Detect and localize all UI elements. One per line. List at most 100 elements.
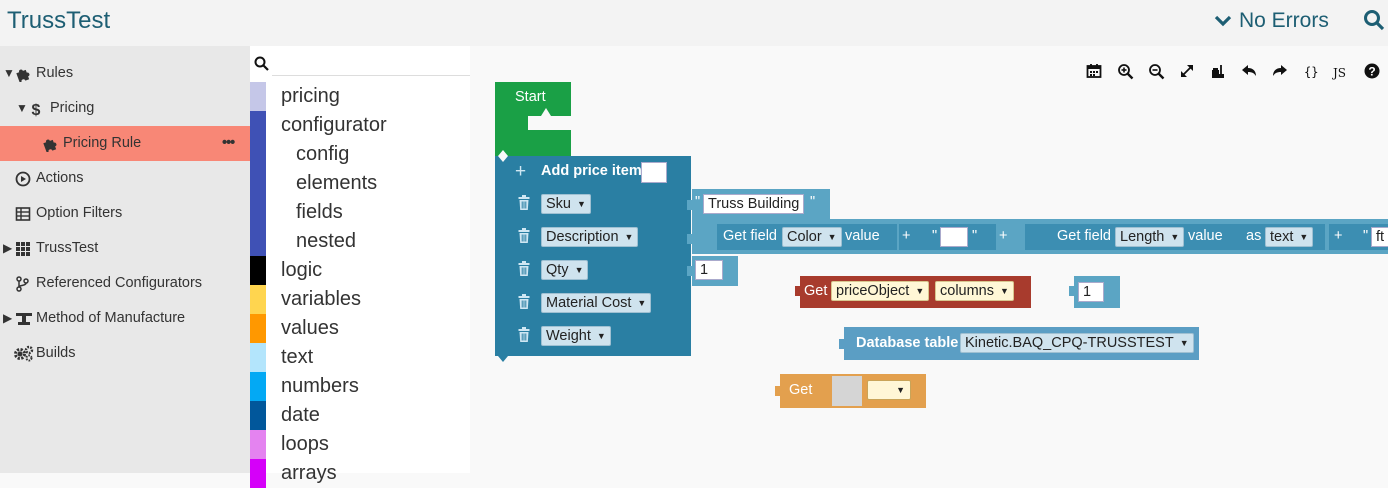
type-dropdown[interactable]: text▼ (1265, 227, 1314, 247)
search-icon[interactable] (254, 56, 269, 76)
qty-number-field[interactable]: 1 (695, 260, 723, 280)
category-date[interactable]: date (250, 401, 470, 430)
category-text[interactable]: text (250, 343, 470, 372)
trash-icon[interactable] (518, 261, 530, 281)
color-field-dropdown[interactable]: Color▼ (782, 227, 842, 247)
category-numbers[interactable]: numbers (250, 372, 470, 401)
zoom-in-icon[interactable] (1117, 63, 1134, 85)
search-underline (272, 75, 470, 76)
field-dropdown-qty[interactable]: Qty▼ (541, 260, 589, 280)
field-dropdown-material-cost[interactable]: Material Cost▼ (541, 293, 652, 313)
error-status[interactable]: No Errors (1214, 9, 1329, 33)
sidebar-item-method-of-manufacture[interactable]: ▶Method of Manufacture (0, 301, 250, 336)
sidebar-item-trusstest[interactable]: ▶ TrussTest (0, 231, 250, 266)
calendar-icon[interactable] (1086, 63, 1102, 84)
sidebar-item-label: Pricing (50, 100, 95, 116)
category-label: pricing (281, 85, 340, 107)
category-configurator[interactable]: configurator (250, 111, 470, 140)
category-arrays[interactable]: arrays (250, 459, 470, 488)
dollar-icon: $ (30, 91, 42, 126)
category-color-swatch (250, 140, 266, 169)
caret-right-icon[interactable]: ▶ (3, 241, 13, 255)
trash-icon[interactable] (518, 327, 530, 347)
branch-icon (15, 266, 29, 301)
category-pricing[interactable]: pricing (250, 82, 470, 111)
category-label: variables (281, 288, 362, 310)
sidebar-item-pricing[interactable]: ▼$ Pricing (0, 91, 250, 126)
category-values[interactable]: values (250, 314, 470, 343)
category-label: loops (281, 433, 329, 455)
sidebar-item-rules[interactable]: ▼Rules (0, 56, 250, 91)
field-dropdown-sku[interactable]: Sku▼ (541, 194, 591, 214)
field-dropdown-weight[interactable]: Weight▼ (541, 326, 611, 346)
get-label: Get (789, 382, 813, 398)
trash-icon[interactable] (518, 294, 530, 314)
length-field-dropdown[interactable]: Length▼ (1115, 227, 1185, 247)
get-field-label: Get field (1057, 228, 1111, 244)
columns-dropdown[interactable]: columns▼ (935, 281, 1014, 301)
workspace[interactable]: {} JS ? Start + Add price item Sku▼Descr… (470, 46, 1388, 473)
undo-icon[interactable] (1241, 63, 1257, 84)
sku-quote-open: " (695, 194, 701, 210)
js-icon[interactable]: JS (1333, 66, 1347, 80)
category-config[interactable]: config (250, 140, 470, 169)
search-icon[interactable] (1363, 9, 1385, 36)
trash-icon[interactable] (518, 195, 530, 215)
app-title: TrussTest (7, 7, 111, 34)
fullscreen-icon[interactable] (1179, 63, 1195, 84)
quote-open: " (1363, 228, 1369, 244)
category-elements[interactable]: elements (250, 169, 470, 198)
field-dropdown-description[interactable]: Description▼ (541, 227, 639, 247)
category-fields[interactable]: fields (250, 198, 470, 227)
method-icon (15, 301, 33, 336)
table-icon (15, 196, 31, 231)
trash-icon[interactable] (518, 228, 530, 248)
caret-down-icon[interactable]: ▼ (3, 66, 15, 80)
text-value-field[interactable] (940, 227, 968, 247)
number-field[interactable]: 1 (1078, 282, 1104, 302)
cleanup-icon[interactable] (1210, 63, 1227, 85)
category-color-swatch (250, 314, 266, 343)
category-label: date (281, 404, 320, 426)
sidebar-item-label: TrussTest (36, 240, 99, 256)
category-label: values (281, 317, 339, 339)
category-variables[interactable]: variables (250, 285, 470, 314)
database-table-dropdown[interactable]: Kinetic.BAQ_CPQ-TRUSSTEST▼ (960, 333, 1194, 353)
category-label: arrays (281, 462, 337, 484)
category-label: config (296, 143, 350, 165)
redo-icon[interactable] (1272, 63, 1288, 84)
category-loops[interactable]: loops (250, 430, 470, 459)
error-status-label: No Errors (1239, 9, 1329, 32)
sidebar-item-pricing-rule[interactable]: Pricing Rule ••• (0, 126, 250, 161)
sidebar-item-builds[interactable]: Builds (0, 336, 250, 371)
caret-down-icon[interactable]: ▼ (16, 101, 28, 115)
braces-icon[interactable]: {} (1304, 65, 1319, 79)
plus-operator: + (902, 228, 911, 244)
caret-right-icon[interactable]: ▶ (3, 311, 13, 325)
sidebar-item-referenced-configurators[interactable]: Referenced Configurators (0, 266, 250, 301)
category-color-swatch (250, 169, 266, 198)
price-item-name-field[interactable] (641, 162, 667, 183)
sidebar-item-label: Pricing Rule (63, 135, 142, 151)
help-icon[interactable]: ? (1364, 63, 1380, 84)
database-table-label: Database table (856, 335, 959, 351)
sku-text-value[interactable]: Truss Building (703, 194, 805, 214)
sidebar-item-label: Option Filters (36, 205, 123, 221)
sidebar-item-label: Builds (36, 345, 76, 361)
category-label: numbers (281, 375, 359, 397)
variable-dropdown[interactable]: ▼ (867, 380, 911, 400)
category-nested[interactable]: nested (250, 227, 470, 256)
category-color-swatch (250, 430, 266, 459)
category-logic[interactable]: logic (250, 256, 470, 285)
category-color-swatch (250, 459, 266, 488)
more-options-icon[interactable]: ••• (222, 135, 235, 151)
text-value-field[interactable]: ft (1371, 227, 1388, 247)
plus-operator: + (999, 228, 1008, 244)
sidebar-item-option-filters[interactable]: Option Filters (0, 196, 250, 231)
price-object-dropdown[interactable]: priceObject▼ (831, 281, 930, 301)
add-icon[interactable]: + (515, 161, 527, 182)
zoom-out-icon[interactable] (1148, 63, 1165, 85)
get-field-label: Get field (723, 228, 777, 244)
sidebar-item-actions[interactable]: Actions (0, 161, 250, 196)
